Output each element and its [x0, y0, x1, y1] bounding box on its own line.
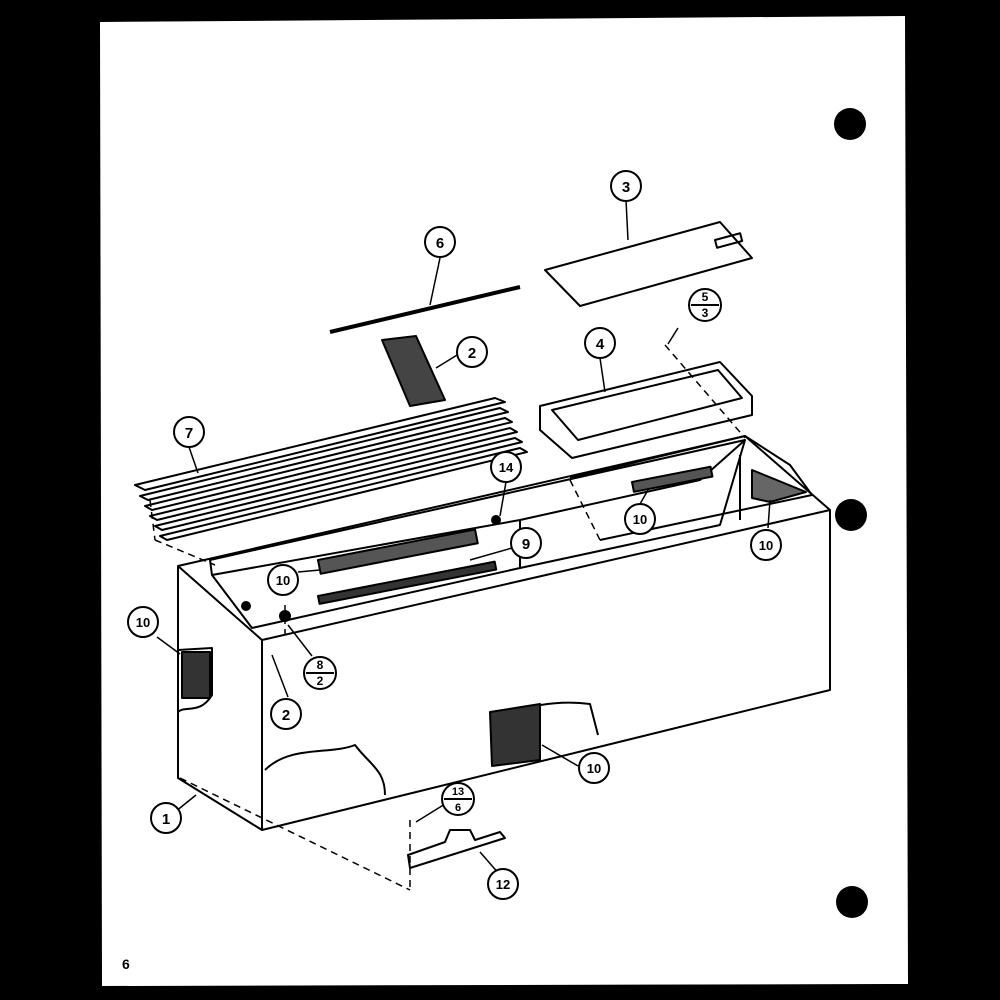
fraction-callout-5-3-top: 5: [702, 290, 709, 304]
callout-10-side: 10: [127, 606, 159, 638]
callout-6: 6: [424, 226, 456, 258]
front-cutout-left: [264, 744, 386, 796]
callout-4-label: 4: [596, 336, 605, 353]
callout-10-right-side: 10: [750, 529, 782, 561]
cover-label: [714, 232, 744, 249]
bracket-12: [407, 829, 506, 869]
callout-12-label: 12: [496, 877, 510, 892]
callout-10-right-compartment-label: 10: [633, 512, 647, 527]
rod-6: [329, 285, 521, 334]
punch-hole-bottom: [836, 886, 868, 918]
insulation-right-top: [630, 465, 714, 493]
page-number: 6: [122, 956, 130, 972]
right-compartment: [569, 435, 813, 541]
callout-10-top: 10: [267, 564, 299, 596]
callout-14: 14: [490, 451, 522, 483]
callout-7-label: 7: [185, 425, 193, 442]
fastener-screw-14: [491, 515, 501, 525]
callout-9: 9: [510, 527, 542, 559]
callout-10-front-label: 10: [587, 761, 601, 776]
tray-frame-4: [539, 361, 753, 459]
callout-10-top-label: 10: [276, 573, 290, 588]
alignment-lines: [149, 344, 746, 891]
callouts: 1 2 2 3 4 6 7 9: [127, 170, 782, 900]
callout-2-strip: 2: [456, 336, 488, 368]
callout-10-front: 10: [578, 752, 610, 784]
tray-inner: [551, 369, 743, 441]
fraction-callout-5-3-bottom: 3: [702, 306, 709, 320]
callout-2-bracket-label: 2: [282, 707, 290, 724]
punch-hole-middle: [835, 499, 867, 531]
insulation-top: [317, 528, 479, 575]
fraction-callout-13-6-bottom: 6: [455, 802, 461, 814]
insulation-front: [489, 703, 541, 767]
callout-4: 4: [584, 327, 616, 359]
callout-2-bracket: 2: [270, 698, 302, 730]
callout-9-label: 9: [522, 536, 530, 553]
fraction-callout-8-2-top: 8: [317, 658, 324, 672]
callout-3: 3: [610, 170, 642, 202]
punch-hole-top: [834, 108, 866, 140]
insulation-side: [181, 651, 211, 699]
fastener-screw-2: [241, 601, 251, 611]
callout-12: 12: [487, 868, 519, 900]
fraction-callout-8-2-bottom: 2: [317, 674, 324, 688]
side-cutout: [177, 647, 213, 713]
callout-10-right-side-label: 10: [759, 538, 773, 553]
callout-2-strip-label: 2: [468, 345, 476, 362]
fraction-callout-13-6: 13 6: [441, 782, 475, 816]
callout-1: 1: [150, 802, 182, 834]
fraction-callout-8-2: 8 2: [303, 656, 337, 690]
callout-1-label: 1: [162, 811, 170, 828]
callout-7: 7: [173, 416, 205, 448]
callout-10-side-label: 10: [136, 615, 150, 630]
insulation-strip-2: [381, 335, 446, 407]
grille-slot: [317, 560, 498, 605]
fraction-callout-5-3: 5 3: [688, 288, 722, 322]
callout-3-label: 3: [622, 179, 630, 196]
cabinet-drawing: [134, 199, 831, 891]
fraction-callout-13-6-top: 13: [452, 786, 464, 798]
callout-6-label: 6: [436, 235, 444, 252]
callout-14-label: 14: [499, 460, 514, 475]
top-panel: [209, 439, 746, 576]
cover-panel-3: [544, 221, 753, 307]
louver-grille: [134, 397, 528, 541]
callout-10-right-compartment: 10: [624, 503, 656, 535]
